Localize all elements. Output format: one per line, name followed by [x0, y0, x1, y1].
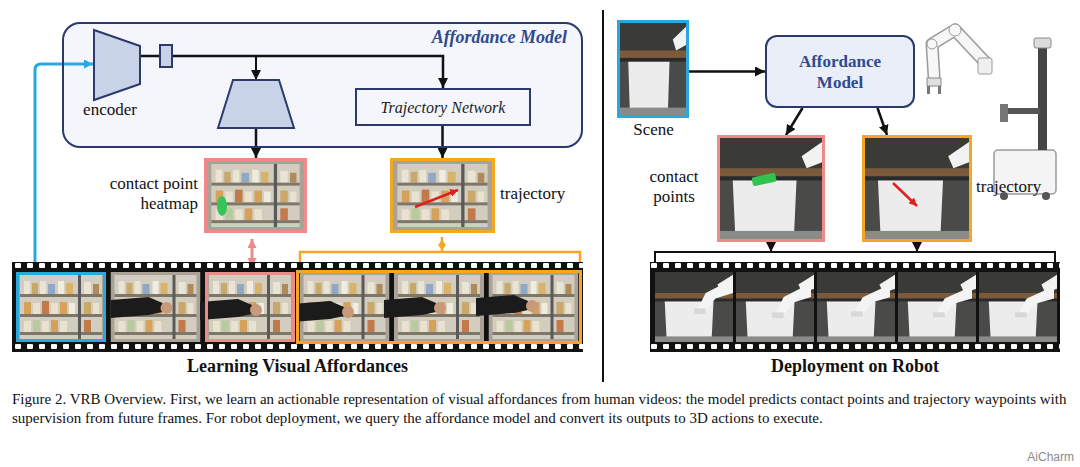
future-frames-bracket [300, 252, 580, 262]
encoder-block: encoder [80, 28, 140, 120]
robot-scene-photo [720, 138, 822, 239]
hand-figure [384, 297, 446, 318]
robot-arm-figure [851, 284, 890, 316]
node-text: Affordance Model [432, 27, 567, 48]
node-text: trajectory [976, 177, 1062, 197]
human-video-strip [12, 262, 583, 352]
robot-arm-figure [772, 283, 811, 318]
image-panel: trajectory [388, 156, 588, 235]
image-panel: contact point heatmap [80, 156, 309, 235]
node-text: contact point heatmap [80, 174, 198, 214]
bracket-diamond [438, 240, 446, 250]
hand-figure [200, 299, 262, 320]
trajectory-arrow [893, 183, 917, 206]
robot-video-strip [650, 262, 1060, 352]
hand-figure [292, 301, 354, 322]
node-text: contact points [636, 167, 712, 207]
connector-arrow [140, 56, 443, 88]
video-frame [16, 272, 106, 342]
future-frames-border [298, 272, 581, 343]
image-frame [862, 135, 972, 242]
scene-photo [620, 23, 686, 115]
label-slot: Learning Visual Affordances [12, 356, 583, 377]
connector-arrow [689, 70, 765, 73]
robot-arm-figure [933, 286, 972, 317]
input-frame-border [18, 274, 105, 341]
connector-arrow [878, 108, 888, 135]
robot-trajectory-image [865, 138, 969, 239]
video-frame [655, 272, 733, 342]
video-frame [111, 272, 201, 342]
image-panel: Scene [612, 18, 695, 142]
sprocket-holes [12, 343, 583, 352]
latent-to-decoder [255, 56, 257, 80]
latent-vector [160, 45, 172, 67]
image-panel: trajectory [860, 133, 1065, 245]
robot-illustration [927, 24, 1056, 200]
connector-arrow [786, 108, 803, 135]
image-panel: contact points [636, 133, 828, 245]
video-frame [979, 272, 1057, 342]
contact-points-image [720, 138, 822, 239]
video-frame [736, 272, 814, 342]
model-box: Affordance Model [765, 35, 915, 108]
execution-bracket [655, 252, 1055, 262]
contact-point-mark [751, 173, 776, 187]
robot-arm-figure [1015, 286, 1054, 317]
node-text: Affordance Model [784, 51, 896, 93]
process-box: Trajectory Network [355, 88, 531, 126]
encoder-shape [94, 30, 140, 100]
figure-caption: Figure 2. VRB Overview. First, we learn … [12, 390, 1070, 428]
model-panel-fill [62, 22, 583, 148]
panel-title: Deployment on Robot [650, 356, 1060, 377]
decoder-shape [218, 80, 294, 128]
hand-figure [111, 297, 173, 318]
panel-title: Learning Visual Affordances [12, 356, 583, 377]
to-execution-arrow [916, 243, 918, 252]
panel-divider [602, 10, 604, 382]
image-frame [617, 20, 689, 118]
heatmap-image [207, 161, 304, 230]
heatmap-blob [217, 196, 227, 216]
node-text: trajectory [500, 184, 586, 204]
robot-arm-figure [694, 279, 733, 314]
to-execution-arrow [770, 243, 772, 252]
connector-arrow [441, 126, 444, 158]
watermark: AiCharm [990, 450, 1074, 464]
video-frame [817, 272, 895, 342]
node-text: Trajectory Network [381, 97, 506, 118]
sprocket-holes [12, 262, 583, 271]
contact-frame-border [207, 274, 294, 341]
store-photo [393, 161, 492, 230]
image-frame [390, 158, 495, 233]
trajectory-image [393, 161, 492, 230]
label-slot: Deployment on Robot [650, 356, 1060, 377]
store-photo [207, 161, 304, 230]
robot-scene-photo [865, 138, 969, 239]
hand-figure [476, 295, 538, 316]
node-text: Scene [612, 120, 695, 140]
decoder-to-heatmap [255, 129, 258, 158]
trajectory-arrow [415, 190, 458, 207]
image-frame [204, 158, 307, 233]
input-frame-arrow [35, 64, 93, 272]
caption-slot: Figure 2. VRB Overview. First, we learn … [12, 390, 1070, 428]
film-strip [12, 262, 583, 352]
model-panel: Affordance Model encoder Trajectory Networ… [62, 22, 583, 148]
sprocket-holes [650, 343, 1060, 352]
sprocket-holes [650, 262, 1060, 271]
label-slot: AiCharm [990, 450, 1074, 464]
video-frame [898, 272, 976, 342]
node-text: encoder [83, 100, 137, 120]
image-frame [717, 135, 825, 242]
film-strip [650, 262, 1060, 352]
